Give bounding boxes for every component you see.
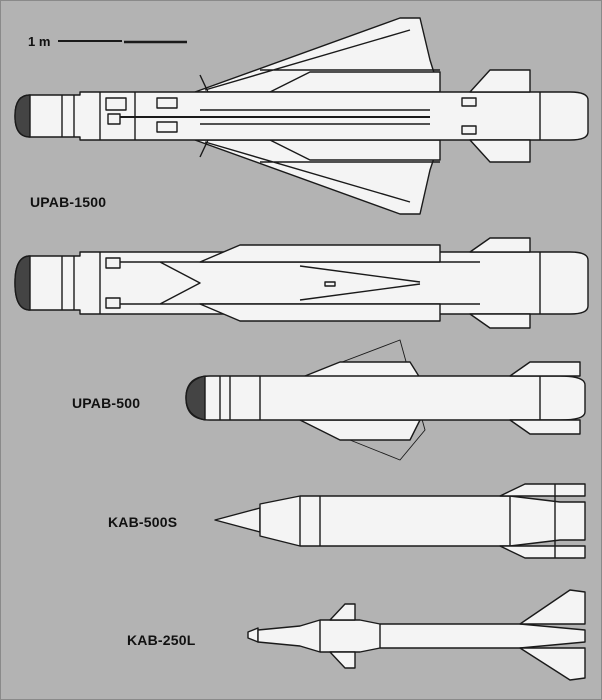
kab-250l-label: KAB-250L xyxy=(127,632,196,648)
upab-1500-wings-deployed-drawing xyxy=(14,17,589,215)
upab-500-drawing xyxy=(185,339,586,461)
kab-500s-label: KAB-500S xyxy=(108,514,178,530)
upab-1500-label: UPAB-1500 xyxy=(30,194,107,210)
scale-label: 1 m xyxy=(28,34,51,49)
upab-1500-wings-folded-drawing xyxy=(14,237,589,329)
scale-bar xyxy=(58,40,187,44)
kab-250l-drawing xyxy=(247,589,586,681)
upab-500-label: UPAB-500 xyxy=(72,395,141,411)
kab-500s-drawing xyxy=(214,483,586,559)
